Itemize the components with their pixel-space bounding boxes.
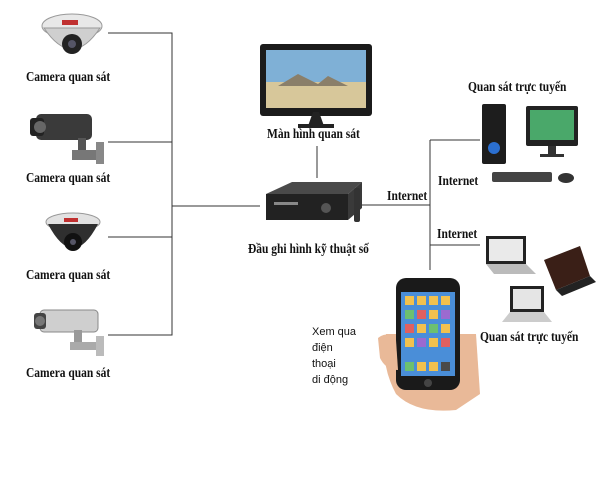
laptop-icon	[482, 232, 598, 326]
camera-bus-line	[108, 32, 173, 336]
online-pc-label: Quan sát trực tuyến	[468, 80, 567, 95]
monitor-label: Màn hình quan sát	[267, 127, 360, 142]
phone-text-line: thoại	[312, 358, 336, 370]
dvr-label: Đầu ghi hình kỹ thuật số	[248, 242, 369, 257]
phone-text-line: Xem qua	[312, 326, 357, 338]
camera-label: Camera quan sát	[26, 366, 111, 381]
dome-camera-icon	[38, 10, 106, 66]
online-laptop-label: Quan sát trực tuyến	[480, 330, 579, 345]
phone-text-line: di động	[312, 374, 349, 386]
bullet-camera-icon	[30, 304, 110, 360]
internet-label: Internet	[387, 189, 428, 204]
bullet-camera-icon	[28, 108, 108, 166]
monitor-icon	[258, 42, 374, 128]
internet-label: Internet	[438, 174, 479, 189]
smartphone-icon	[376, 274, 486, 414]
dome-camera-icon	[42, 210, 104, 266]
desktop-computer-icon	[478, 100, 584, 192]
camera-label: Camera quan sát	[26, 70, 111, 85]
phone-text-line: điện	[312, 342, 333, 354]
internet-label: Internet	[437, 227, 478, 242]
dvr-recorder-icon	[262, 178, 372, 228]
camera-label: Camera quan sát	[26, 268, 111, 283]
camera-label: Camera quan sát	[26, 171, 111, 186]
